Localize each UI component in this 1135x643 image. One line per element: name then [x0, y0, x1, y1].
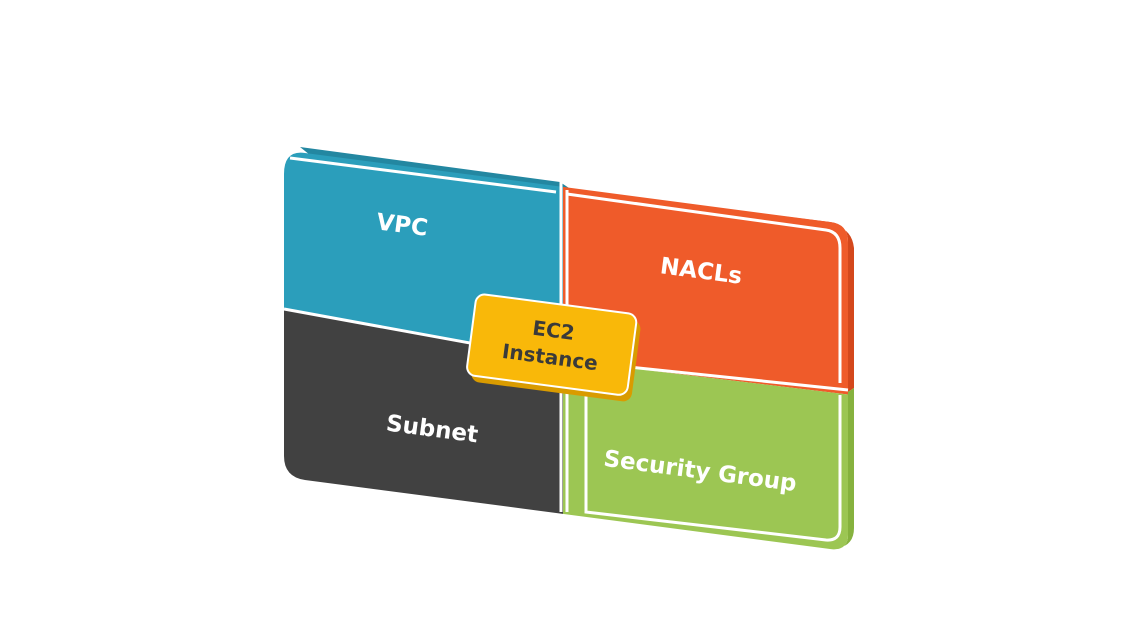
inner-border-top-left: [289, 156, 557, 194]
inner-border-bottom-right: [584, 393, 842, 542]
inner-border-top-right: [566, 192, 842, 383]
ec2-box-face: [466, 293, 638, 396]
ec2-instance-box: EC2 Instance: [466, 293, 641, 402]
ec2-label-line1: EC2: [531, 316, 576, 345]
quadrant-bottom-right: [563, 360, 848, 550]
